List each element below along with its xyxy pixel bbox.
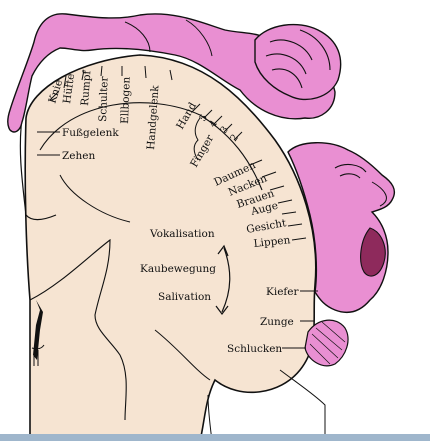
- cortex-section: [24, 54, 317, 442]
- gyrus-edge-right: [279, 369, 326, 441]
- label-kiefer: Kiefer: [266, 286, 300, 298]
- label-vokalisation: Vokalisation: [149, 228, 215, 240]
- deep-sulcus: [59, 174, 131, 223]
- label-salivation: Salivation: [158, 291, 211, 303]
- homunculus-tongue: [304, 319, 349, 367]
- label-lippen: Lippen: [253, 234, 291, 250]
- homunculus-body: [7, 13, 336, 133]
- label-kaubewegung: Kaubewegung: [140, 263, 216, 275]
- label-zehen: Zehen: [62, 150, 95, 162]
- ventricle-small: [33, 300, 43, 360]
- label-finger-5: 5: [197, 112, 209, 123]
- label-schulter: Schulter: [97, 75, 111, 122]
- pointer-lines: [37, 65, 318, 349]
- homunculus-nose: [371, 181, 387, 207]
- label-finger-2: 2: [228, 132, 240, 143]
- label-huefte: Hüfte: [61, 73, 77, 105]
- label-schlucken: Schlucken: [227, 343, 282, 355]
- left-gyrus-outline: [19, 117, 57, 221]
- finger-bracket: [193, 117, 201, 161]
- double-arrow: [215, 244, 231, 315]
- ventricle-outline: [29, 238, 127, 421]
- homunculus-eye: [334, 163, 367, 179]
- brainstem-line: [31, 344, 45, 366]
- label-finger-3: 3: [218, 124, 230, 135]
- lower-fissure: [154, 329, 211, 381]
- bottom-bar: [0, 434, 430, 441]
- inner-gyrus-line: [39, 102, 263, 191]
- hand-finger-lines: [265, 29, 331, 89]
- homunculus-mouth: [360, 227, 386, 277]
- tongue-hatching: [309, 321, 346, 365]
- label-rumpf: Rumpf: [79, 69, 94, 106]
- label-ellbogen: Ellbogen: [119, 76, 133, 124]
- label-finger-4: 4: [207, 118, 219, 129]
- arm-contour: [124, 19, 213, 57]
- label-fussgelenk: Fußgelenk: [62, 127, 119, 139]
- label-zunge: Zunge: [260, 316, 294, 328]
- label-handgelenk: Handgelenk: [145, 84, 162, 150]
